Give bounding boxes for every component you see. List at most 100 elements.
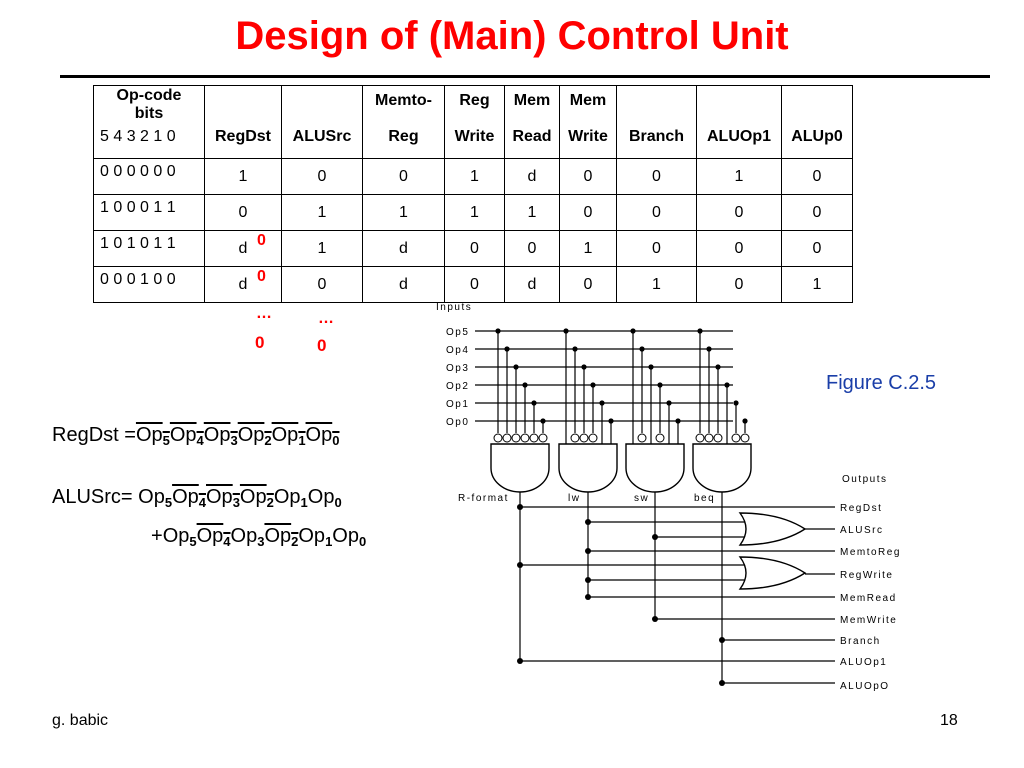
connection-dot [706,346,712,352]
inputs-label: Inputs [436,302,472,313]
connection-dot [495,328,501,334]
table-cell: 1 [281,230,363,267]
inverter-bubble [713,433,723,443]
table-header-row: Op-code bits 5 4 3 2 1 0 RegDst ALUSrc M… [93,85,853,159]
and-gate-r-format [490,443,550,493]
term-op3: Op3 [203,424,238,448]
connection-dot [630,328,636,334]
gate-label-lw: lw [568,493,580,504]
opcode-cell: 0 0 0 1 0 0 [93,266,205,303]
table-cell: 0 [781,158,853,195]
connection-dot [572,346,578,352]
connection-dot [608,418,614,424]
regdst-label: RegDst = [52,424,136,446]
output-label-regdst: RegDst [840,503,882,514]
table-cell: 1 [616,266,697,303]
table-cell: 1 [504,194,560,231]
and-gate-sw [625,443,685,493]
connection-dot [697,328,703,334]
inverter-bubble [493,433,503,443]
table-cell: 1 [444,158,505,195]
slide-title: Design of (Main) Control Unit [235,14,789,58]
and-gate-lw [558,443,618,493]
output-label-regwrite: RegWrite [840,570,894,581]
red-correction-note: 0 [257,232,266,249]
table-row: 0 0 0 0 0 0 1 0 0 1 d 0 0 1 0 [93,158,853,195]
term-op2: Op2 [264,525,299,549]
output-label-memwrite: MemWrite [840,615,897,626]
alusrc-label: ALUSrc= [52,486,133,508]
inverter-bubble [588,433,598,443]
output-label-branch: Branch [840,636,881,647]
term-op1: Op1 [273,486,308,510]
term-op4: Op4 [169,424,204,448]
connection-dot [599,400,605,406]
opcode-header-line1: Op-code [116,87,182,104]
table-cell: 1 [204,158,282,195]
col-header-alusrc: ALUSrc [281,85,363,159]
term-op5: Op5 [135,424,170,448]
input-label-op3: Op3 [446,363,469,374]
opcode-cell: 0 0 0 0 0 0 [93,158,205,195]
input-label-op1: Op1 [446,399,469,410]
input-label-op4: Op4 [446,345,469,356]
term-op4: Op4 [172,486,206,510]
connection-dot [540,418,546,424]
connection-dot [590,382,596,388]
opcode-cell: 1 0 0 0 1 1 [93,194,205,231]
col-header-branch: Branch [616,85,697,159]
control-truth-table: Op-code bits 5 4 3 2 1 0 RegDst ALUSrc M… [93,85,853,303]
connection-dot [531,400,537,406]
table-cell: 1 [781,266,853,303]
table-cell: d [362,266,445,303]
inverter-bubble [511,433,521,443]
connection-dot [648,364,654,370]
regdst-equation: RegDst =Op5Op4Op3Op2Op1Op0 [52,424,339,448]
col-header-memtoreg: Memto-Reg [362,85,445,159]
table-cell: 0 [281,266,363,303]
output-label-alusrc: ALUSrc [840,525,883,536]
term-op0: Op0 [332,525,367,549]
red-correction-note: 0 [257,268,266,285]
zero-note-2: 0 [317,336,327,355]
output-label-aluop0: ALUOpO [840,681,890,692]
table-cell: d [504,158,560,195]
title-divider [60,75,990,78]
term-op1: Op1 [298,525,333,549]
term-op1: Op1 [271,424,306,448]
table-cell: 1 [696,158,782,195]
term-op3: Op3 [206,486,240,510]
output-label-memtoreg: MemtoReg [840,547,901,558]
input-label-op5: Op5 [446,327,469,338]
ellipsis-note-1: … [256,305,272,322]
table-cell: 0 [204,194,282,231]
connection-dot [639,346,645,352]
connection-dot [504,346,510,352]
col-header-aluop1: ALUOp1 [696,85,782,159]
connection-dot [513,364,519,370]
term-op3: Op3 [230,525,265,549]
gate-label-r-format: R-format [458,493,509,504]
term-op0: Op0 [307,486,342,510]
term-op2: Op2 [237,424,272,448]
inverter-bubble [695,433,705,443]
connection-dot [742,418,748,424]
inverter-bubble [731,433,741,443]
cell-value: d [238,275,248,293]
connection-dot [522,382,528,388]
table-cell: 0 [781,230,853,267]
table-cell: 0 [696,266,782,303]
input-label-op2: Op2 [446,381,469,392]
alusrc-equation-line1: ALUSrc= Op5Op4Op3Op2Op1Op0 [52,486,342,510]
connection-dot [563,328,569,334]
inverter-bubble [637,433,647,443]
term-op5: Op5 [138,486,173,510]
connection-dot [724,382,730,388]
table-cell: 0 [362,158,445,195]
